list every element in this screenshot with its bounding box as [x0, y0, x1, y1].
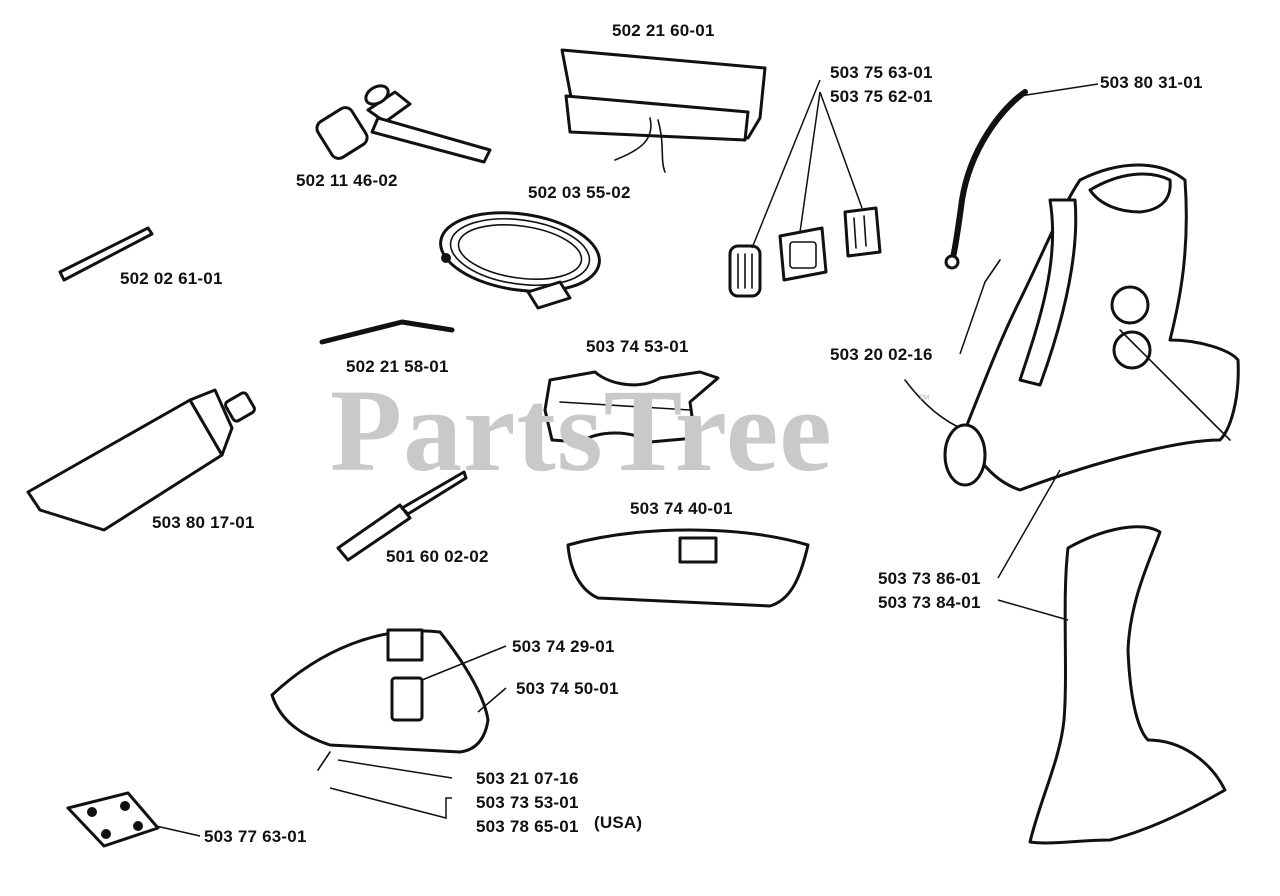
strap-part — [1028, 525, 1227, 845]
wrench-part — [315, 84, 492, 164]
label-strap: 503 73 84-01 — [878, 593, 981, 612]
label-buckle-b: 503 75 62-01 — [830, 87, 933, 106]
label-guard: 503 74 50-01 — [516, 679, 619, 698]
guard-part — [270, 628, 490, 771]
cord-coil-part — [439, 211, 601, 310]
label-hex-key: 502 21 58-01 — [346, 357, 449, 376]
partstree-watermark: PartsTree — [330, 365, 833, 496]
rod-part — [58, 226, 154, 282]
label-guard-plate: 503 74 29-01 — [512, 637, 615, 656]
label-harness-screw: 503 20 02-16 — [830, 345, 933, 364]
label-hook: 503 80 31-01 — [1100, 73, 1203, 92]
screwdriver-part — [336, 470, 468, 562]
hex-key-part — [319, 319, 455, 345]
label-grease-tube: 503 80 17-01 — [152, 513, 255, 532]
trademark-symbol: ™ — [918, 392, 930, 406]
gloves-bag-part — [560, 48, 767, 173]
label-harness: 503 73 86-01 — [878, 569, 981, 588]
label-plate: 503 77 63-01 — [204, 827, 307, 846]
label-rod: 502 02 61-01 — [120, 269, 223, 288]
label-blade-a: 503 73 53-01 — [476, 793, 579, 812]
label-guard-screw: 503 21 07-16 — [476, 769, 579, 788]
cover-part — [566, 528, 810, 608]
label-cord-coil: 502 03 55-02 — [528, 183, 631, 202]
label-blade-b: 503 78 65-01 — [476, 817, 579, 836]
label-usa-note: (USA) — [594, 813, 643, 832]
bracket-part — [543, 370, 720, 444]
leader-lines — [155, 79, 1099, 837]
label-screwdriver: 501 60 02-02 — [386, 547, 489, 566]
plate-part — [66, 791, 160, 848]
harness-part — [904, 163, 1240, 492]
buckle-parts — [728, 206, 882, 298]
label-bracket: 503 74 53-01 — [586, 337, 689, 356]
label-cover: 503 74 40-01 — [630, 499, 733, 518]
label-buckle-a: 503 75 63-01 — [830, 63, 933, 82]
label-wrench: 502 11 46-02 — [296, 171, 398, 190]
label-gloves-bag: 502 21 60-01 — [612, 21, 715, 40]
hook-part — [944, 89, 1028, 270]
grease-tube-part — [26, 388, 256, 532]
